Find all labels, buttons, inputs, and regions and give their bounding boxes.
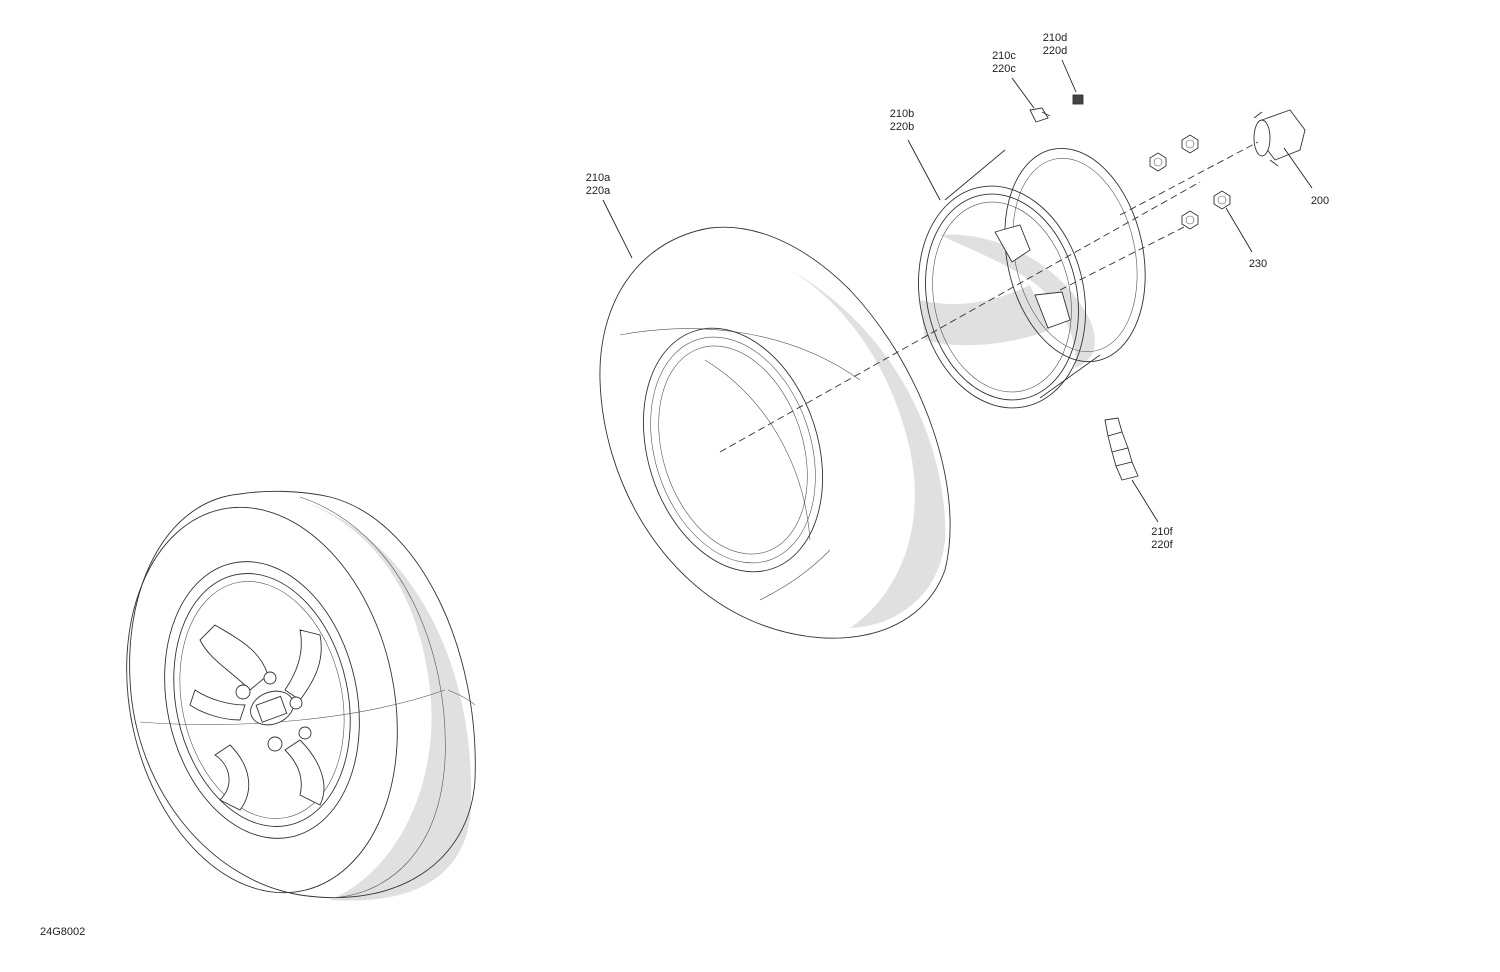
callout-210d-line1: 210d bbox=[1043, 32, 1067, 44]
callout-200: 200 bbox=[1311, 195, 1329, 207]
callout-210d-line2: 220d bbox=[1043, 45, 1067, 57]
assembled-wheel bbox=[126, 490, 476, 901]
leader-210d bbox=[1061, 59, 1077, 93]
callout-210a-line1: 210a bbox=[586, 172, 611, 184]
wheel-hub bbox=[1253, 109, 1306, 167]
leader-230 bbox=[1225, 207, 1253, 253]
axis-line-lower bbox=[1059, 225, 1187, 291]
callout-230-line1: 230 bbox=[1249, 258, 1267, 270]
leader-200 bbox=[1283, 147, 1313, 189]
callout-210d: 210d 220d bbox=[1043, 32, 1067, 57]
axis-line-upper bbox=[1119, 141, 1259, 216]
valve-cap bbox=[1072, 94, 1084, 105]
leader-210f bbox=[1131, 479, 1159, 523]
callout-210f: 210f 220f bbox=[1151, 526, 1173, 551]
lug-nuts bbox=[1149, 134, 1231, 230]
axis-line-center bbox=[719, 181, 1201, 453]
callout-210b: 210b 220b bbox=[890, 108, 914, 133]
callout-230: 230 bbox=[1249, 258, 1267, 270]
leader-210c bbox=[1011, 77, 1035, 109]
callout-210c-line2: 220c bbox=[992, 63, 1016, 75]
callout-200-line1: 200 bbox=[1311, 195, 1329, 207]
rim-exploded bbox=[918, 147, 1146, 409]
callout-210b-line2: 220b bbox=[890, 121, 914, 133]
callout-210c: 210c 220c bbox=[992, 50, 1016, 75]
valve-stem bbox=[1029, 107, 1051, 123]
callout-210a-line2: 220a bbox=[586, 185, 611, 197]
leader-210a bbox=[602, 199, 633, 259]
callout-210f-line1: 210f bbox=[1151, 526, 1173, 538]
wheel-weights bbox=[1104, 417, 1139, 481]
tire-exploded bbox=[599, 226, 951, 639]
callout-210b-line1: 210b bbox=[890, 108, 914, 120]
callout-210a: 210a 220a bbox=[586, 172, 611, 197]
figure-id: 24G8002 bbox=[40, 926, 85, 938]
leader-210b bbox=[907, 139, 941, 201]
callout-210f-line2: 220f bbox=[1151, 539, 1173, 551]
callout-210c-line1: 210c bbox=[992, 50, 1016, 62]
